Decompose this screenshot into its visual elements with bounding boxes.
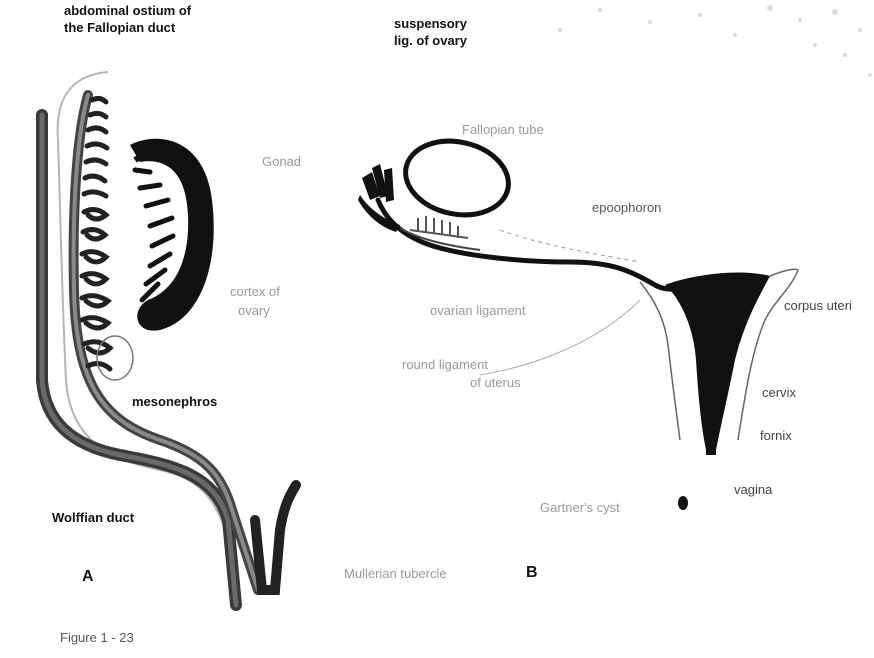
corpus-uteri	[665, 273, 770, 450]
ostium-label-line1: abdominal ostium of	[64, 3, 191, 18]
fallopian-tube-label: Fallopian tube	[462, 122, 544, 137]
uterine-wall	[640, 282, 680, 440]
corpus-uteri-label: corpus uteri	[784, 298, 852, 313]
scan-texture	[558, 5, 872, 77]
suspensory-label-line2: lig. of ovary	[394, 33, 467, 48]
wolffian-duct-label: Wolffian duct	[52, 510, 134, 525]
mullerian-tubercle-label: Mullerian tubercle	[344, 566, 447, 581]
ovarian-ligament-line	[500, 230, 640, 262]
vagina	[706, 450, 716, 455]
gartner-cyst-label: Gartner's cyst	[540, 500, 620, 515]
gonad-label: Gonad	[262, 154, 301, 169]
figure-caption: Figure 1 - 23	[60, 630, 134, 645]
mesonephros-label: mesonephros	[132, 394, 217, 409]
panel-a-label: A	[82, 568, 94, 586]
ostium-label-line2: the Fallopian duct	[64, 20, 175, 35]
epoophoron-label: epoophoron	[592, 200, 661, 215]
round-ligament-label-line1: round ligament	[402, 357, 488, 372]
ovarian-ligament-label: ovarian ligament	[430, 303, 525, 318]
cervix-label: cervix	[762, 385, 796, 400]
vagina-label: vagina	[734, 482, 772, 497]
round-ligament-label-line2: of uterus	[470, 375, 521, 390]
ovary-oval	[399, 132, 516, 224]
ovary-cords	[135, 170, 173, 300]
urogenital-sinus	[255, 485, 296, 590]
cortex-label-line1: cortex of	[230, 284, 280, 299]
panel-a-drawing	[42, 72, 296, 605]
cortex-label-line2: ovary	[238, 303, 270, 318]
fornix-label: fornix	[760, 428, 792, 443]
mesonephric-tubules	[82, 98, 110, 369]
suspensory-label-line1: suspensory	[394, 16, 467, 31]
epoophoron-tubules	[410, 216, 468, 238]
panel-b-drawing	[358, 132, 798, 510]
mesonephros-oval	[97, 336, 133, 380]
gartner-cyst-dot	[678, 496, 688, 510]
panel-b-label: B	[526, 564, 538, 582]
